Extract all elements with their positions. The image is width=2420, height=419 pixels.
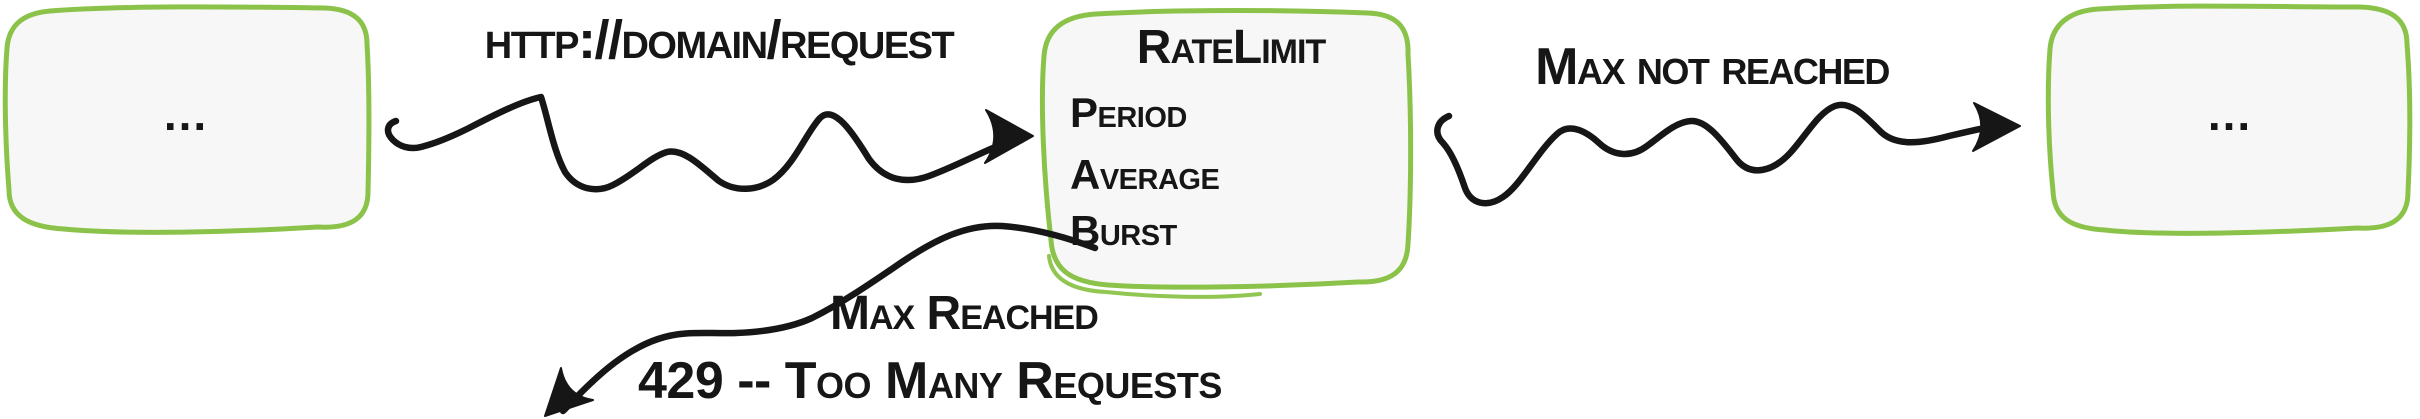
max-not-reached-arrowhead-icon (1972, 102, 2021, 152)
ratelimit-node-box-flourish (1047, 254, 1262, 299)
ratelimit-field-average: Average (1070, 151, 1220, 198)
max-not-reached-arrow (1434, 101, 2021, 207)
target-node-box (2045, 3, 2413, 236)
max-not-reached-arrow-line (1434, 101, 1994, 207)
max-reached-edge-sublabel: 429 -- Too Many Requests (638, 352, 1222, 410)
max-reached-edge-label: Max Reached (830, 287, 1099, 340)
ratelimit-field-burst: Burst (1070, 207, 1177, 254)
request-arrowhead-icon (984, 109, 1034, 164)
request-arrow-line (384, 93, 997, 193)
request-edge-label: http://domain/request (484, 10, 955, 70)
ratelimit-title: RateLimit (1136, 21, 1326, 74)
max-reached-arrow-line (559, 222, 1099, 415)
max-reached-arrow (544, 222, 1099, 417)
max-not-reached-edge-label: Max not reached (1535, 38, 1890, 96)
ratelimit-field-period: Period (1070, 89, 1187, 136)
max-reached-arrowhead-icon (544, 367, 594, 417)
source-node-label: ... (163, 88, 209, 140)
ratelimit-node-box (1039, 8, 1414, 290)
source-node-box (2, 4, 372, 235)
request-arrow (384, 93, 1034, 193)
target-node-label: ... (2207, 88, 2253, 140)
